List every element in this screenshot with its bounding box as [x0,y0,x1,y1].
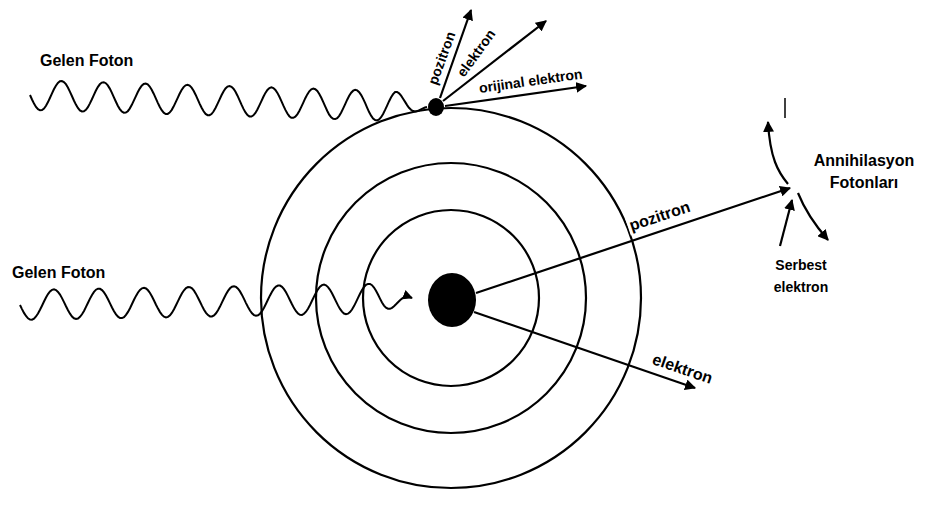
orbital-electron [428,98,444,116]
middle-shell [316,163,586,433]
inner-shell [363,210,539,386]
particle-label: elektron [650,350,715,387]
free-electron-track [780,200,792,246]
annihilation-photon [768,122,788,184]
photon-wave [30,81,427,120]
tick-mark [784,98,786,118]
electron-track [474,312,695,388]
positron-track [476,188,790,293]
nucleus [428,273,476,327]
photon-label: Gelen Foton [12,264,105,282]
particle-label: orijinal elektron [478,65,584,97]
photon-label: Gelen Foton [40,52,133,70]
particle-label: pozitron [625,197,694,235]
annihilation-photon [798,193,828,240]
photon-wave [20,284,412,320]
particle-label: elektron [453,26,500,81]
particle-label: Serbest elektron [765,254,837,298]
outer-shell [261,108,641,488]
process-label: Annihilasyon Fotonları [795,150,933,194]
